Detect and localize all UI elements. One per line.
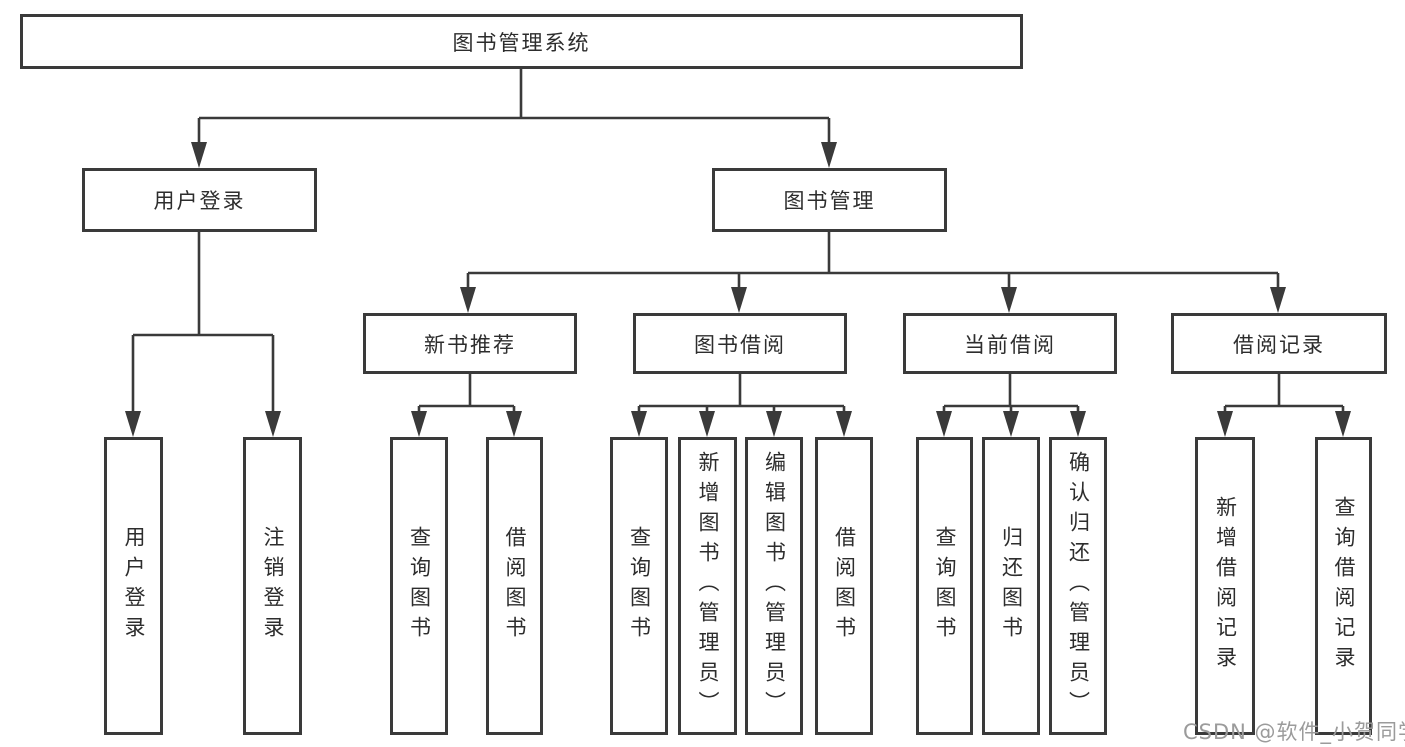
node-label: 借阅图书 (503, 526, 527, 646)
node-book-borrow: 图书借阅 (633, 313, 847, 374)
node-label: 查询借阅记录 (1332, 496, 1356, 676)
node-user-login-group: 用户登录 (82, 168, 317, 232)
node-label: 借阅记录 (1233, 332, 1325, 357)
node-label: 新增图书（管理员） (696, 451, 720, 721)
node-borrow-record: 借阅记录 (1171, 313, 1387, 374)
node-label: 编辑图书（管理员） (762, 451, 787, 721)
node-label: 用户登录 (122, 526, 146, 646)
node-label: 新增借阅记录 (1213, 496, 1238, 676)
node-label: 查询图书 (933, 526, 957, 646)
node-leaf-user-login: 用户登录 (104, 437, 163, 735)
node-leaf-add-book-admin: 新增图书（管理员） (678, 437, 737, 735)
node-leaf-borrow-books-recommend: 借阅图书 (486, 437, 543, 735)
node-leaf-edit-book-admin: 编辑图书（管理员） (745, 437, 803, 735)
node-book-management: 图书管理 (712, 168, 947, 232)
node-label: 当前借阅 (964, 332, 1056, 357)
node-label: 用户登录 (153, 189, 246, 213)
node-label: 新书推荐 (424, 332, 516, 357)
node-new-book-recommend: 新书推荐 (363, 313, 577, 374)
node-label: 注销登录 (261, 526, 285, 646)
node-leaf-query-books-recommend: 查询图书 (390, 437, 448, 735)
node-leaf-add-borrow-record: 新增借阅记录 (1195, 437, 1255, 735)
node-label: 查询图书 (627, 526, 652, 646)
node-label: 图书借阅 (694, 332, 786, 357)
node-leaf-logout: 注销登录 (243, 437, 302, 735)
node-library-system: 图书管理系统 (20, 14, 1023, 69)
csdn-watermark: CSDN @软件_小贺同学 (1183, 720, 1405, 744)
node-leaf-query-borrow-record: 查询借阅记录 (1315, 437, 1372, 735)
node-current-borrow: 当前借阅 (903, 313, 1117, 374)
node-label: 确认归还（管理员） (1066, 451, 1091, 721)
node-leaf-return-book: 归还图书 (982, 437, 1040, 735)
node-label: 图书管理 (783, 189, 876, 213)
node-leaf-borrow-books: 借阅图书 (815, 437, 873, 735)
node-leaf-confirm-return-admin: 确认归还（管理员） (1049, 437, 1107, 735)
node-label: 借阅图书 (832, 526, 857, 646)
node-leaf-query-books-current: 查询图书 (916, 437, 973, 735)
node-leaf-query-books-borrow: 查询图书 (610, 437, 668, 735)
node-label: 查询图书 (407, 526, 432, 646)
node-label: 图书管理系统 (452, 30, 591, 55)
node-label: 归还图书 (999, 526, 1024, 646)
